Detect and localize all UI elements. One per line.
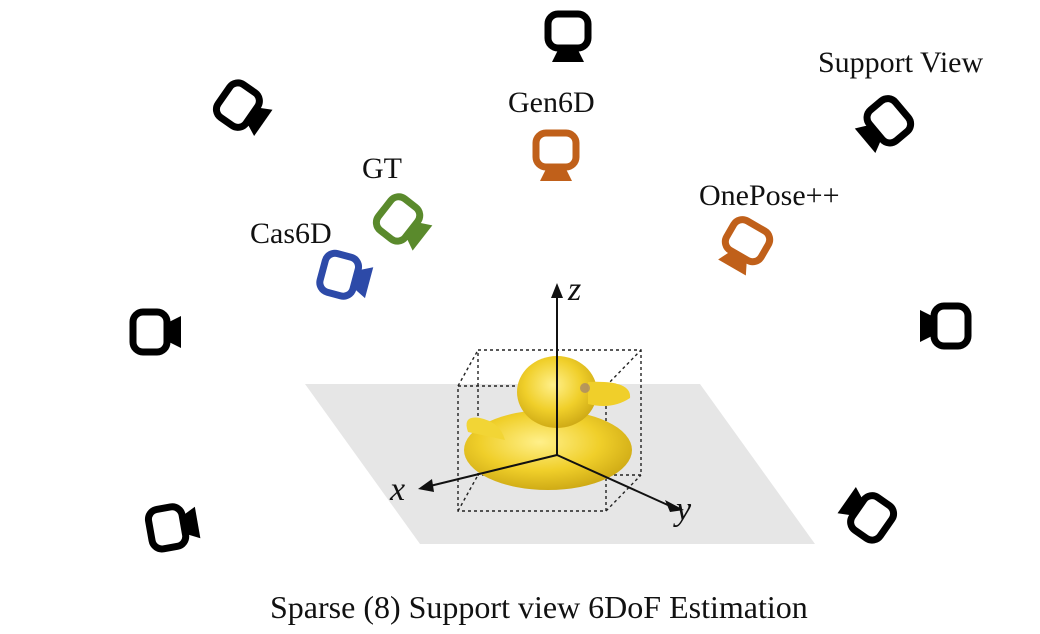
onepose-camera-icon [715,216,774,278]
support-view-label: Support View [818,46,983,79]
duck-object [464,356,632,490]
z-axis-label: z [567,271,581,308]
x-axis-label: x [389,471,405,508]
camera-icon [548,14,588,62]
camera-icon [147,503,201,551]
coordinate-axes [418,283,684,512]
gen6d-label: Gen6D [508,86,595,119]
cas6d-label: Cas6D [250,217,332,250]
cas6d-camera-icon [318,251,375,302]
camera-icon [920,306,968,346]
camera-icon [852,95,914,156]
onepose-label: OnePose++ [699,179,840,212]
camera-icon [213,79,275,139]
y-axis-label: y [673,491,692,528]
camera-icon [835,484,897,544]
gt-camera-icon [372,193,434,254]
camera-icon [133,312,181,352]
gen6d-camera-icon [536,133,576,181]
figure-caption: Sparse (8) Support view 6DoF Estimation [270,589,808,625]
gt-label: GT [362,152,402,185]
